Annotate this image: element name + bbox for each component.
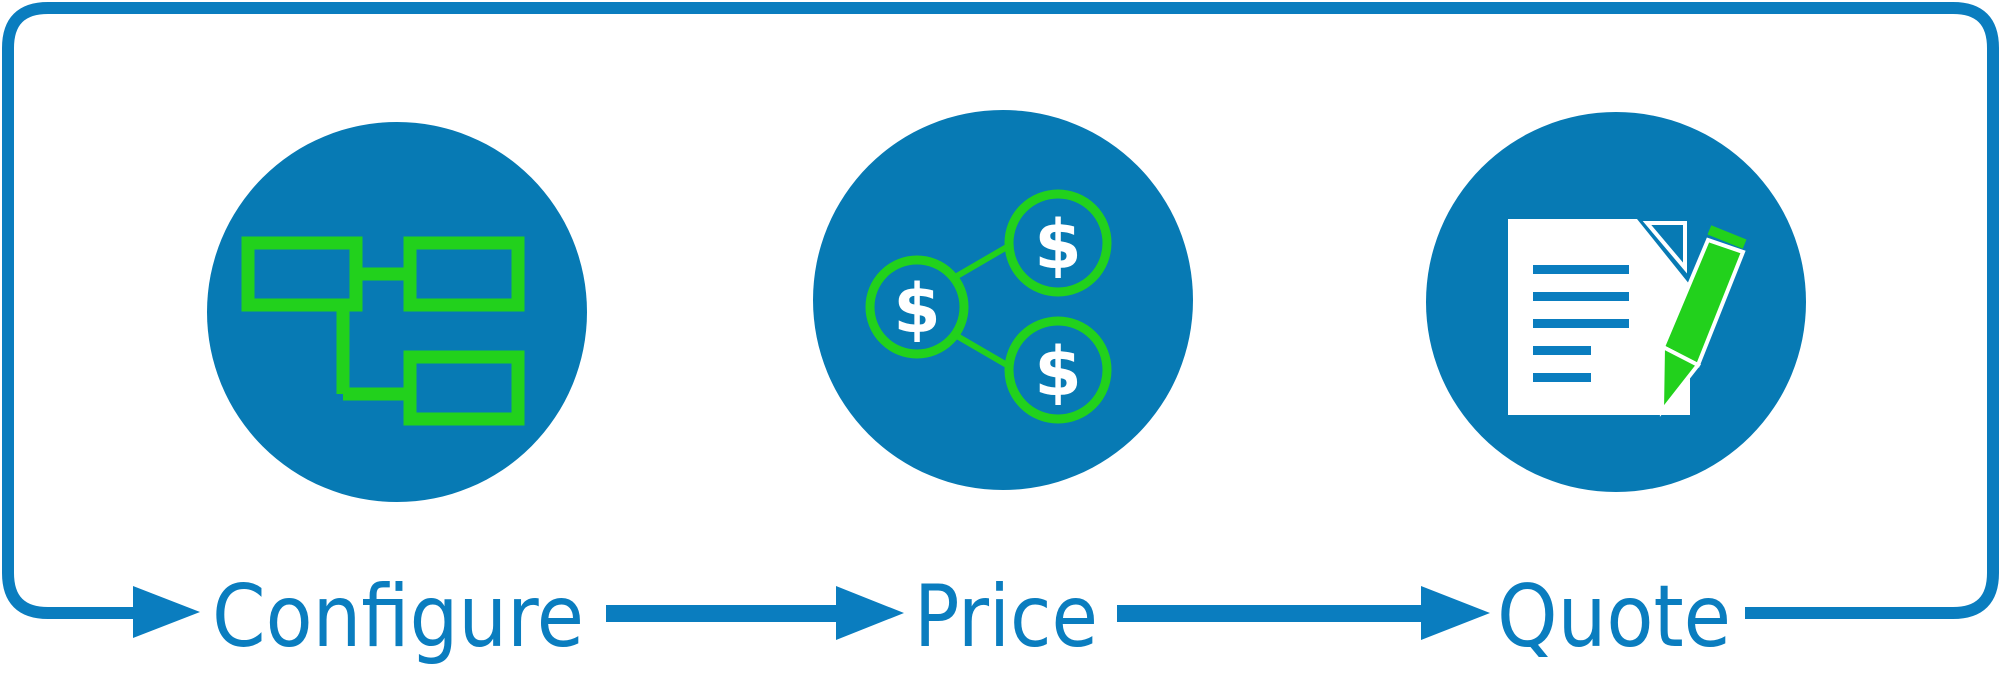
quote-step (1426, 112, 1806, 492)
dollar-network-icon: $ $ $ (865, 189, 1112, 424)
svg-text:$: $ (1034, 206, 1081, 285)
loop-border (2, 2, 1999, 619)
configure-step (207, 122, 587, 502)
configuration-boxes-icon (241, 236, 525, 426)
svg-text:$: $ (1034, 333, 1081, 412)
price-step: $ $ $ (813, 110, 1193, 490)
step-label-quote: Quote (1497, 567, 1731, 667)
svg-text:$: $ (893, 270, 940, 349)
step-label-price: Price (914, 567, 1098, 667)
step-label-configure: Configure (212, 567, 584, 667)
document-pen-icon (1508, 219, 1747, 417)
arrow-configure-to-price (606, 586, 904, 640)
arrow-price-to-quote (1117, 586, 1490, 640)
configure-circle (207, 122, 587, 502)
arrow-into-configure (133, 586, 200, 638)
